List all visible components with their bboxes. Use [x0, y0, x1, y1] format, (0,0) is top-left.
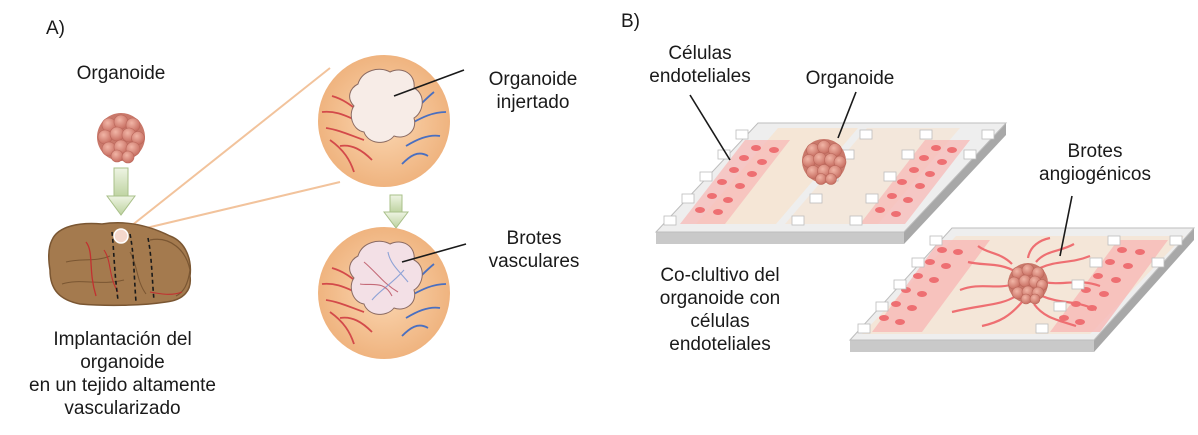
implant-label-line-4: vascularizado	[0, 397, 245, 420]
angiogenic-sprouts-label: Brotes angiogénicos	[1030, 140, 1160, 186]
down-arrow-left	[107, 168, 135, 215]
organoid-label-b: Organoide	[788, 67, 912, 90]
endothelial-cells-label-line-2: endoteliales	[640, 65, 760, 88]
brain-illustration	[49, 223, 191, 306]
grafted-organoid-label: Organoide injertado	[472, 68, 594, 114]
implant-label-line-1: Implantación del	[0, 328, 245, 351]
grafted-organoid-circle	[318, 55, 464, 187]
angiogenic-sprouts-label-line-2: angiogénicos	[1030, 163, 1160, 186]
microfluidic-chip-1	[656, 92, 1006, 244]
implant-label-line-2: organoide	[0, 351, 245, 374]
endothelial-cells-label-line-1: Células	[640, 42, 760, 65]
coculture-label: Co-clultivo del organoide con células en…	[640, 264, 800, 356]
coculture-label-line-4: endoteliales	[640, 333, 800, 356]
organoid-cluster-small	[97, 113, 145, 163]
vascular-sprouts-label-line-1: Brotes	[476, 227, 592, 250]
coculture-label-line-1: Co-clultivo del	[640, 264, 800, 287]
panel-b-letter: B)	[621, 10, 640, 33]
vascular-sprouts-label: Brotes vasculares	[476, 227, 592, 273]
grafted-organoid-label-line-2: injertado	[472, 91, 594, 114]
angiogenic-sprouts-label-line-1: Brotes	[1030, 140, 1160, 163]
coculture-label-line-2: organoide con	[640, 287, 800, 310]
vascular-sprouts-circle	[318, 227, 466, 359]
down-arrow-middle	[384, 195, 408, 228]
grafted-organoid-label-line-1: Organoide	[472, 68, 594, 91]
endothelial-cells-label: Células endoteliales	[640, 42, 760, 88]
organoid-cluster-chip-2	[1008, 263, 1048, 304]
organoid-label-a: Organoide	[56, 62, 186, 85]
panel-a-letter: A)	[46, 17, 65, 40]
vascular-sprouts-label-line-2: vasculares	[476, 250, 592, 273]
coculture-label-line-3: células	[640, 310, 800, 333]
implant-label: Implantación del organoide en un tejido …	[0, 328, 245, 420]
implant-label-line-3: en un tejido altamente	[0, 374, 245, 397]
